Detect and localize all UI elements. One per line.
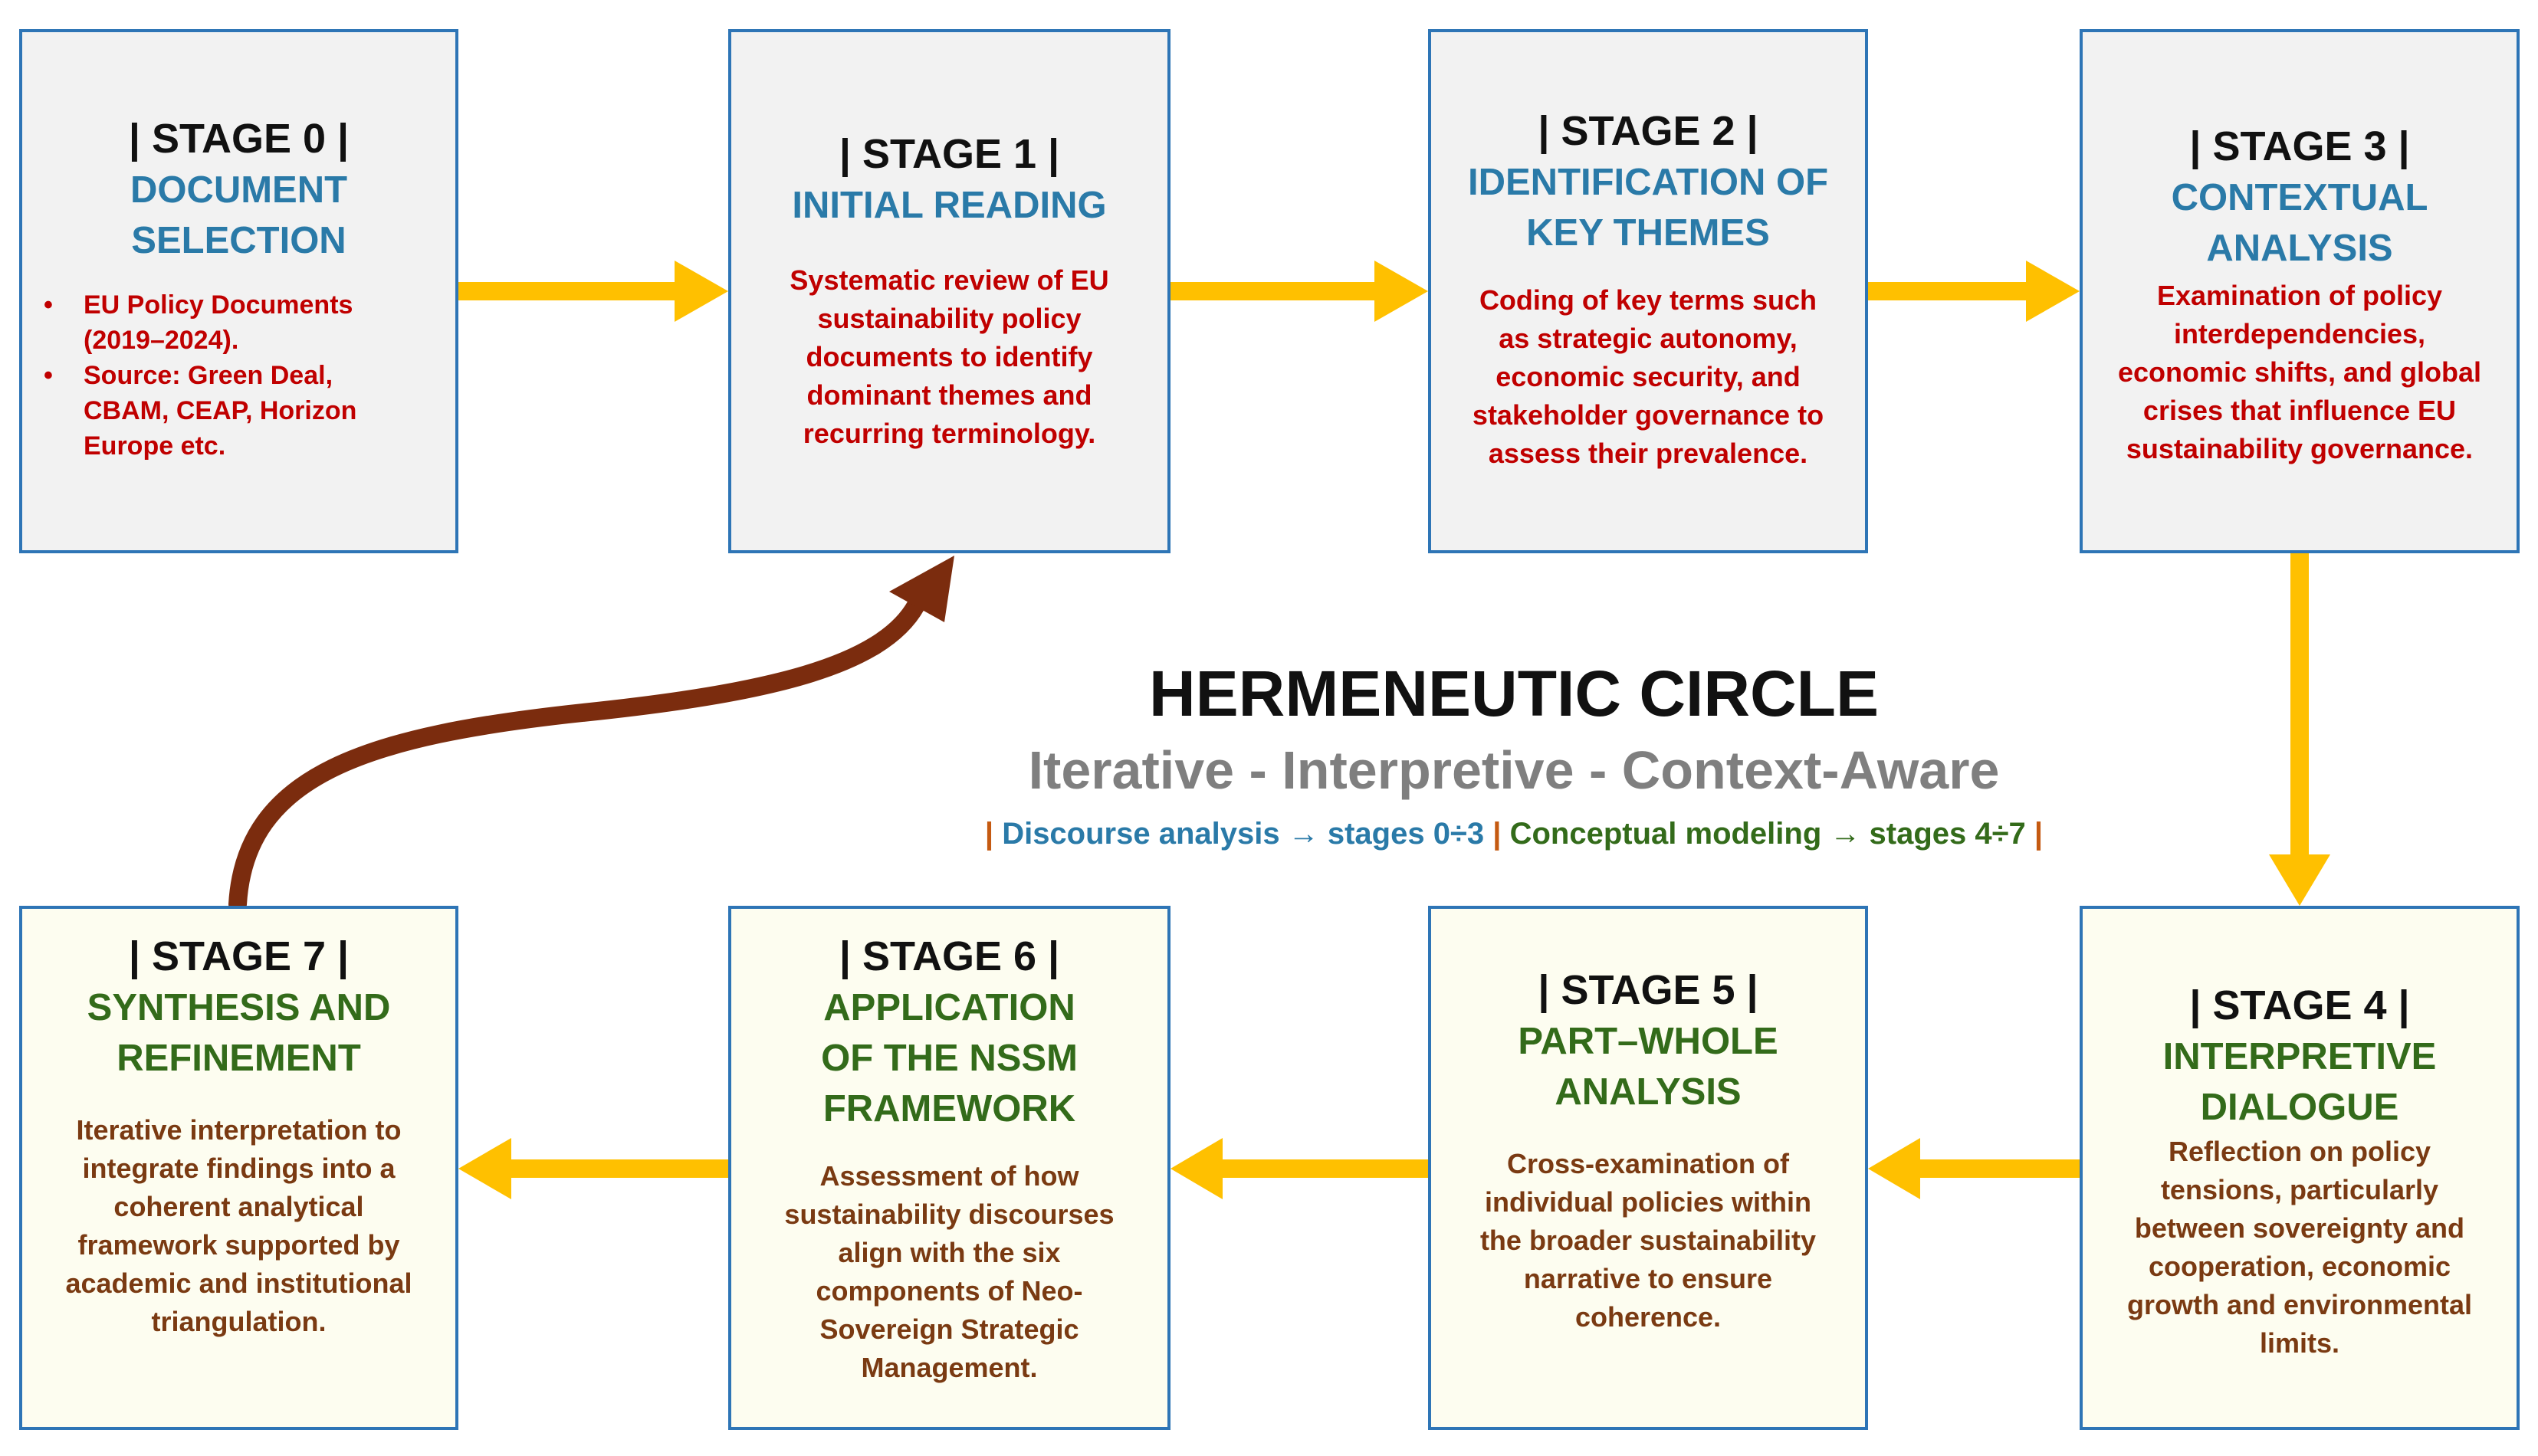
stage-7-box: | STAGE 7 | SYNTHESIS AND REFINEMENT Ite… <box>19 906 458 1430</box>
stage-3-box: | STAGE 3 | CONTEXTUAL ANALYSIS Examinat… <box>2080 29 2520 553</box>
arrow-stage0-to-stage1 <box>458 261 728 322</box>
stage-title: DOCUMENT SELECTION <box>130 169 348 261</box>
stage-title: CONTEXTUAL ANALYSIS <box>2171 177 2428 269</box>
stage-label: | STAGE 0 | <box>128 116 350 162</box>
stage-title: APPLICATION OF THE NSSM FRAMEWORK <box>821 987 1078 1130</box>
stage-description: Coding of key terms such as strategic au… <box>1472 284 1824 469</box>
stage-4-box: | STAGE 4 | INTERPRETIVE DIALOGUE Reflec… <box>2080 906 2520 1430</box>
arrow-stage4-to-stage5 <box>1868 1138 2080 1199</box>
stage-bullet-list: EU Policy Documents (2019–2024). Source:… <box>38 287 440 464</box>
stage-description: Assessment of how sustainability discour… <box>784 1160 1115 1383</box>
arrow-stage5-to-stage6 <box>1171 1138 1428 1199</box>
arrow-stage1-to-stage2 <box>1171 261 1428 322</box>
bullet-item: Source: Green Deal, CBAM, CEAP, Horizon … <box>38 358 440 464</box>
diagram-title: HERMENEUTIC CIRCLE <box>1148 657 1879 730</box>
arrow-stage6-to-stage7 <box>458 1138 728 1199</box>
stage-label: | STAGE 6 | <box>839 933 1060 979</box>
stage-description: Systematic review of EU sustainability p… <box>790 264 1109 449</box>
arrow-stage3-to-stage4 <box>2269 553 2330 906</box>
stage-0-box: | STAGE 0 | DOCUMENT SELECTION EU Policy… <box>19 29 458 553</box>
stage-legend: | Discourse analysis → stages 0÷3 | Conc… <box>843 812 2185 855</box>
stage-title: IDENTIFICATION OF KEY THEMES <box>1468 162 1828 254</box>
diagram-subtitle: Iterative - Interpretive - Context-Aware <box>1028 740 2000 800</box>
legend-separator: | <box>984 817 994 851</box>
stage-title: PART–WHOLE ANALYSIS <box>1518 1021 1778 1113</box>
stage-description: Cross-examination of individual policies… <box>1479 1148 1817 1333</box>
stage-label: | STAGE 4 | <box>2189 982 2410 1028</box>
stage-title: INITIAL READING <box>792 185 1107 226</box>
stage-label: | STAGE 1 | <box>839 131 1060 177</box>
bullet-item: EU Policy Documents (2019–2024). <box>38 287 440 358</box>
arrow-stage2-to-stage3 <box>1868 261 2080 322</box>
legend-separator: | <box>2034 817 2044 851</box>
stage-2-box: | STAGE 2 | IDENTIFICATION OF KEY THEMES… <box>1428 29 1868 553</box>
stage-5-box: | STAGE 5 | PART–WHOLE ANALYSIS Cross-ex… <box>1428 906 1868 1430</box>
stage-description: Iterative interpretation to integrate fi… <box>65 1114 412 1337</box>
stage-label: | STAGE 5 | <box>1538 967 1758 1013</box>
legend-conceptual-modeling: Conceptual modeling → stages 4÷7 <box>1509 817 2026 851</box>
legend-discourse-analysis: Discourse analysis → stages 0÷3 <box>1002 817 1485 851</box>
stage-description: Examination of policy interdependencies,… <box>2117 280 2482 464</box>
stage-label: | STAGE 3 | <box>2189 123 2410 169</box>
stage-label: | STAGE 2 | <box>1538 108 1758 154</box>
stage-label: | STAGE 7 | <box>128 933 350 979</box>
legend-separator: | <box>1492 817 1502 851</box>
loop-arrow-stage7-to-stage1 <box>228 556 954 913</box>
stage-description: Reflection on policy tensions, particula… <box>2126 1136 2473 1359</box>
stage-title: INTERPRETIVE DIALOGUE <box>2162 1036 2437 1128</box>
stage-1-box: | STAGE 1 | INITIAL READING Systematic r… <box>728 29 1171 553</box>
stage-title: SYNTHESIS AND REFINEMENT <box>87 987 391 1079</box>
stage-6-box: | STAGE 6 | APPLICATION OF THE NSSM FRAM… <box>728 906 1171 1430</box>
